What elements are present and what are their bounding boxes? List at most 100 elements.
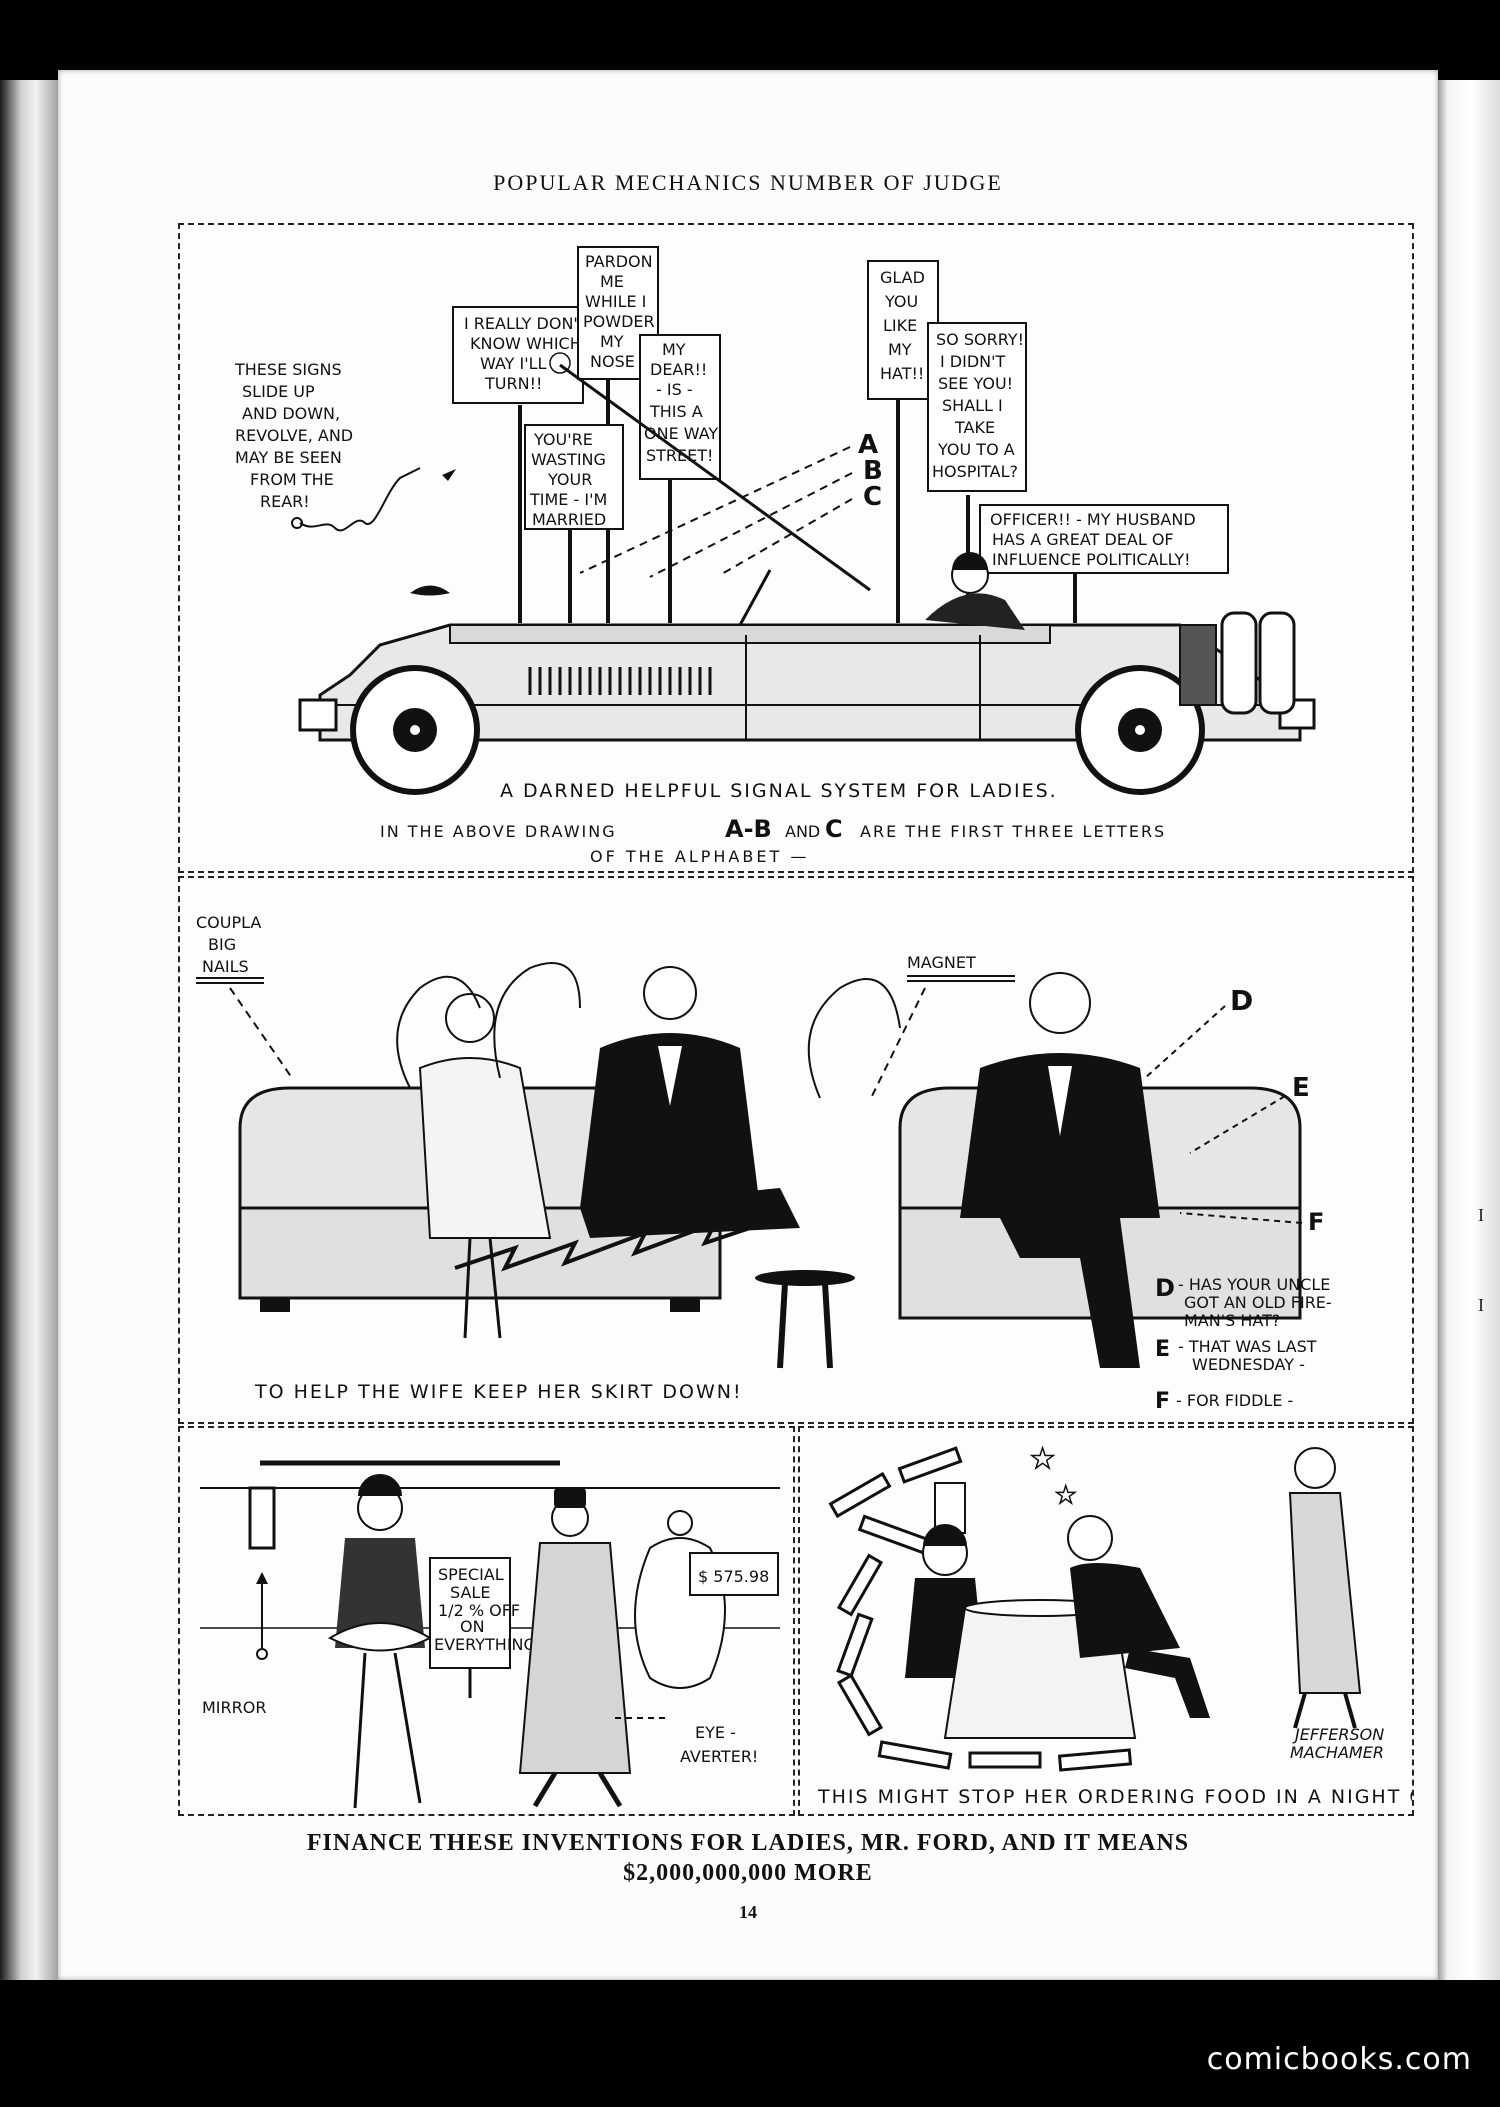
svg-text:AND: AND	[785, 822, 820, 841]
panel-signal-drawing: THESE SIGNS SLIDE UP AND DOWN, REVOLVE, …	[234, 246, 1316, 866]
svg-text:MAN'S HAT?: MAN'S HAT?	[1184, 1311, 1280, 1330]
car-illustration	[298, 552, 1316, 795]
side-table	[755, 1270, 855, 1369]
site-watermark: comicbooks.com	[1206, 2042, 1472, 2077]
sign-board-7: OFFICER!! - MY HUSBAND HAS A GREAT DEAL …	[979, 504, 1229, 574]
facing-page-glyph: I	[1478, 1295, 1484, 1315]
sign-text: SO SORRY!	[936, 330, 1024, 349]
panel-caption: TO HELP THE WIFE KEEP HER SKIRT DOWN!	[254, 1381, 743, 1403]
page-number: 14	[739, 1902, 757, 1922]
star-icon: ★	[1055, 1481, 1077, 1509]
man-in-coat	[518, 1488, 632, 1808]
panel-magnet-drawing: COUPLA BIG NAILS MAGNET	[196, 913, 1332, 1414]
svg-text:WEDNESDAY -: WEDNESDAY -	[1192, 1355, 1305, 1374]
finance-line-1: FINANCE THESE INVENTIONS FOR LADIES, MR.…	[306, 1830, 1190, 1856]
letter-a: A	[858, 430, 878, 460]
averter-label: EYE -	[695, 1723, 736, 1742]
sign-text: I DIDN'T	[940, 352, 1006, 371]
label-e: E	[1292, 1073, 1310, 1103]
svg-text:1/2 % OFF: 1/2 % OFF	[438, 1601, 520, 1620]
sign-board-4: YOU'RE WASTING YOUR TIME - I'M MARRIED	[524, 424, 624, 530]
panel-averter-drawing: MIRROR SPECIAL SALE 1/2 % OFF ON	[200, 1460, 780, 1809]
sign-text: YOU	[884, 292, 918, 311]
svg-text:ARE THE FIRST THREE LETTERS: ARE THE FIRST THREE LETTERS	[860, 822, 1166, 841]
svg-text:GOT AN OLD FIRE-: GOT AN OLD FIRE-	[1184, 1293, 1332, 1312]
sign-text: SHALL I	[942, 396, 1003, 415]
letter-b: B	[863, 456, 883, 486]
def-legend: D - HAS YOUR UNCLE GOT AN OLD FIRE- MAN'…	[1155, 1274, 1332, 1414]
man-left	[580, 966, 800, 1238]
sign-text: WAY I'LL	[480, 354, 547, 373]
sign-board-2: PARDON ME WHILE I POWDER MY NOSE	[577, 246, 659, 380]
panel-night-club: ★ ★	[798, 1426, 1414, 1816]
sign-text: HAT!!	[880, 364, 924, 383]
sign-text: TAKE	[954, 418, 995, 437]
side-note-line: THESE SIGNS	[234, 360, 342, 379]
smoke-plumes	[396, 962, 901, 1099]
svg-text:- THAT WAS LAST: - THAT WAS LAST	[1178, 1337, 1317, 1356]
svg-text:- FOR FIDDLE -: - FOR FIDDLE -	[1176, 1391, 1293, 1410]
svg-text:MAGNET: MAGNET	[907, 953, 976, 972]
sign-text: - IS -	[656, 380, 693, 399]
svg-text:C: C	[825, 815, 843, 843]
magnet-label: MAGNET	[871, 953, 1015, 1097]
folding-arm-machine	[828, 1446, 1133, 1772]
abc-pointers: A B C	[579, 430, 883, 578]
svg-text:SALE: SALE	[450, 1583, 490, 1602]
side-note: THESE SIGNS SLIDE UP AND DOWN, REVOLVE, …	[234, 360, 456, 532]
sub-caption: IN THE ABOVE DRAWING A-B AND C ARE THE F…	[380, 815, 1166, 866]
shopping-woman	[327, 1474, 433, 1809]
letter-c: C	[863, 482, 882, 512]
sign-text: POWDER	[583, 312, 655, 331]
sign-text: THIS A	[649, 402, 703, 421]
running-head: POPULAR MECHANICS NUMBER OF JUDGE	[493, 170, 1003, 195]
sign-text: TURN!!	[484, 374, 542, 393]
sign-board-1: I REALLY DON'T KNOW WHICH WAY I'LL TURN!…	[452, 306, 588, 404]
sale-sign: SPECIAL SALE 1/2 % OFF ON EVERYTHING	[429, 1557, 536, 1698]
star-icon: ★	[1030, 1442, 1055, 1475]
sign-text: SEE YOU!	[938, 374, 1013, 393]
svg-text:A-B: A-B	[725, 815, 772, 843]
panel-caption: A DARNED HELPFUL SIGNAL SYSTEM FOR LADIE…	[500, 780, 1058, 802]
price-tag-text: $ 575.98	[698, 1567, 769, 1586]
sign-text: MARRIED	[532, 510, 606, 529]
panel-magnet-sofa: COUPLA BIG NAILS MAGNET	[178, 876, 1414, 1424]
svg-text:JEFFERSON: JEFFERSON	[1292, 1725, 1384, 1744]
sign-text: LIKE	[883, 316, 917, 335]
svg-text:IN THE ABOVE DRAWING: IN THE ABOVE DRAWING	[380, 822, 617, 841]
sign-text: TIME - I'M	[529, 490, 607, 509]
side-note-line: SLIDE UP	[242, 382, 315, 401]
panel-eye-averter: MIRROR SPECIAL SALE 1/2 % OFF ON	[178, 1426, 795, 1816]
sign-text: PARDON	[585, 252, 653, 271]
label-d: D	[1230, 984, 1253, 1017]
mirror	[248, 1486, 276, 1550]
side-note-line: REAR!	[260, 492, 310, 511]
sign-text: STREET!	[646, 446, 713, 465]
nails-label: COUPLA BIG NAILS	[196, 913, 293, 1079]
mirror-label: MIRROR	[202, 1698, 266, 1717]
def-pointers: D E F	[1144, 984, 1324, 1236]
label-f: F	[1308, 1208, 1324, 1236]
book-binding-left	[0, 80, 60, 1980]
sign-text: GLAD	[880, 268, 925, 287]
sign-text: YOUR	[547, 470, 592, 489]
sign-text: MY	[600, 332, 624, 351]
sign-text: I REALLY DON'T	[464, 314, 588, 333]
svg-text:E: E	[1155, 1337, 1170, 1362]
waiter	[1288, 1447, 1362, 1729]
sign-text: MY	[888, 340, 912, 359]
panel-nightclub-drawing: ★ ★	[817, 1441, 1412, 1808]
sign-text: OFFICER!! - MY HUSBAND	[990, 510, 1196, 529]
magazine-page: POPULAR MECHANICS NUMBER OF JUDGE THESE …	[58, 70, 1438, 1980]
svg-text:EVERYTHING: EVERYTHING	[434, 1635, 536, 1654]
side-note-line: FROM THE	[250, 470, 334, 489]
sign-text: KNOW WHICH	[470, 334, 582, 353]
svg-text:F: F	[1155, 1389, 1170, 1414]
svg-text:BIG: BIG	[208, 935, 236, 954]
mannequin: $ 575.98	[634, 1510, 779, 1689]
sign-text: INFLUENCE POLITICALLY!	[992, 550, 1191, 569]
svg-text:D: D	[1155, 1274, 1175, 1302]
man-right	[960, 972, 1160, 1368]
side-note-line: AND DOWN,	[242, 404, 340, 423]
svg-text:SPECIAL: SPECIAL	[438, 1565, 504, 1584]
